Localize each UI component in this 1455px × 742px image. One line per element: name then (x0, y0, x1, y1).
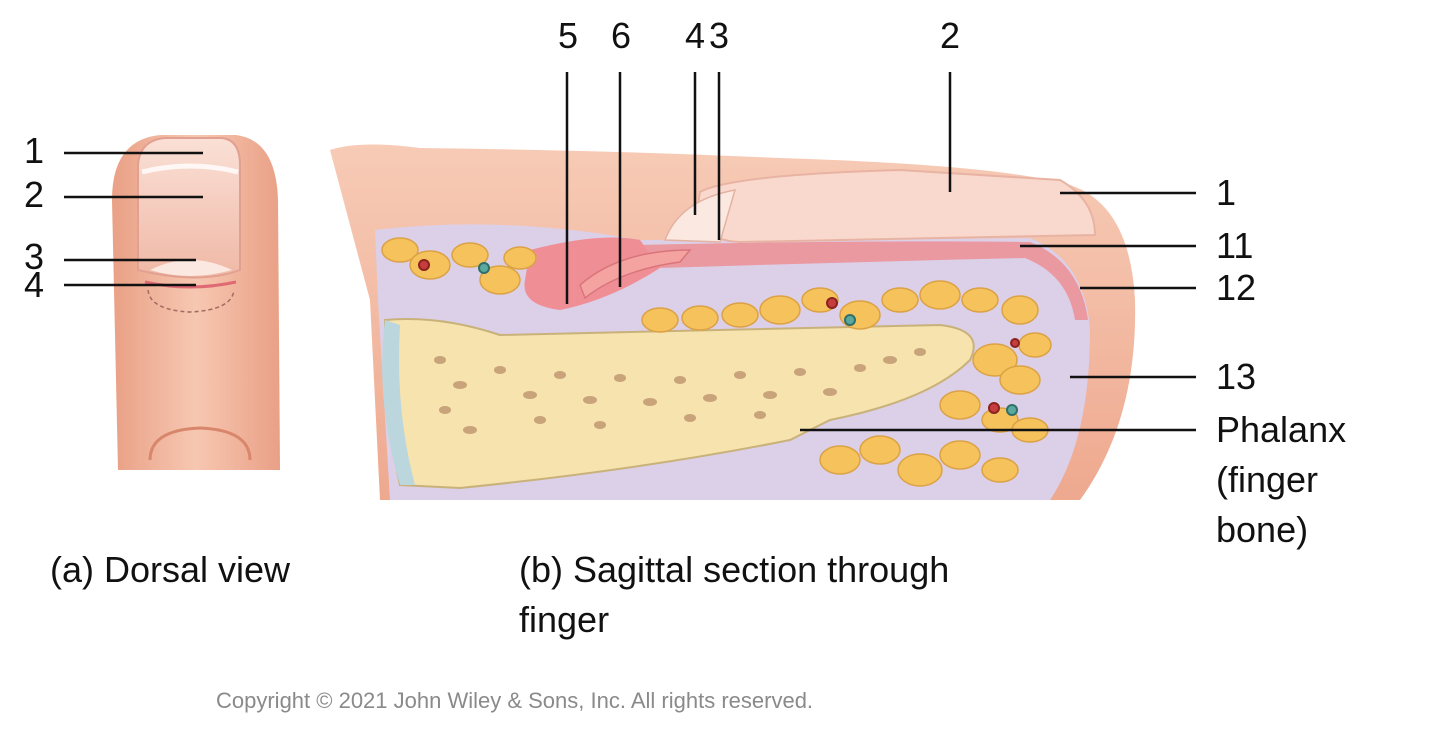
section-phalanx-bone (383, 318, 975, 490)
section-nail-root (579, 249, 692, 300)
sagittal-label-4: 4 (685, 15, 706, 56)
dorsal-finger-illustration (112, 135, 280, 470)
sagittal-label-13: 13 (1216, 356, 1257, 397)
dorsal-free-edge (141, 163, 239, 175)
dorsal-label-1: 1 (24, 130, 45, 171)
sagittal-label-12: 12 (1216, 267, 1257, 308)
sagittal-label-3: 3 (709, 15, 730, 56)
section-blood-vessels (418, 259, 1020, 416)
section-eponychium (663, 189, 737, 243)
dorsal-label-2: 2 (24, 174, 45, 215)
dorsal-caption: (a) Dorsal view (50, 549, 291, 590)
sagittal-caption-line2: finger (519, 599, 610, 640)
dorsal-label-3: 3 (24, 236, 45, 277)
sagittal-label-2: 2 (940, 15, 961, 56)
phalanx-label-line1: Phalanx (1216, 409, 1347, 450)
phalanx-label-line2: (finger (1216, 459, 1319, 500)
sagittal-label-5: 5 (558, 15, 579, 56)
section-nail-matrix (524, 237, 660, 310)
section-fat-lobules (381, 237, 1052, 487)
section-dermis-band (640, 241, 1088, 320)
section-bone-blue-edge (382, 320, 415, 485)
section-nail-plate (697, 168, 1097, 244)
sagittal-label-6: 6 (611, 15, 632, 56)
dorsal-nail-root-outline (147, 289, 235, 313)
dorsal-nail-plate (137, 137, 241, 279)
dorsal-label-4: 4 (24, 264, 45, 305)
sagittal-label-1: 1 (1216, 172, 1237, 213)
section-trabecular-bone (434, 348, 926, 434)
dorsal-knuckle-crease (148, 426, 252, 461)
copyright-notice: Copyright © 2021 John Wiley & Sons, Inc.… (216, 688, 814, 713)
sagittal-leader-lines (565, 72, 1196, 432)
dorsal-leader-lines (64, 151, 203, 287)
sagittal-section-illustration (330, 144, 1136, 500)
sagittal-label-11: 11 (1216, 225, 1254, 266)
dorsal-lunula (150, 260, 232, 276)
phalanx-label-line3: bone) (1216, 509, 1309, 550)
sagittal-caption-line1: (b) Sagittal section through (519, 549, 950, 590)
